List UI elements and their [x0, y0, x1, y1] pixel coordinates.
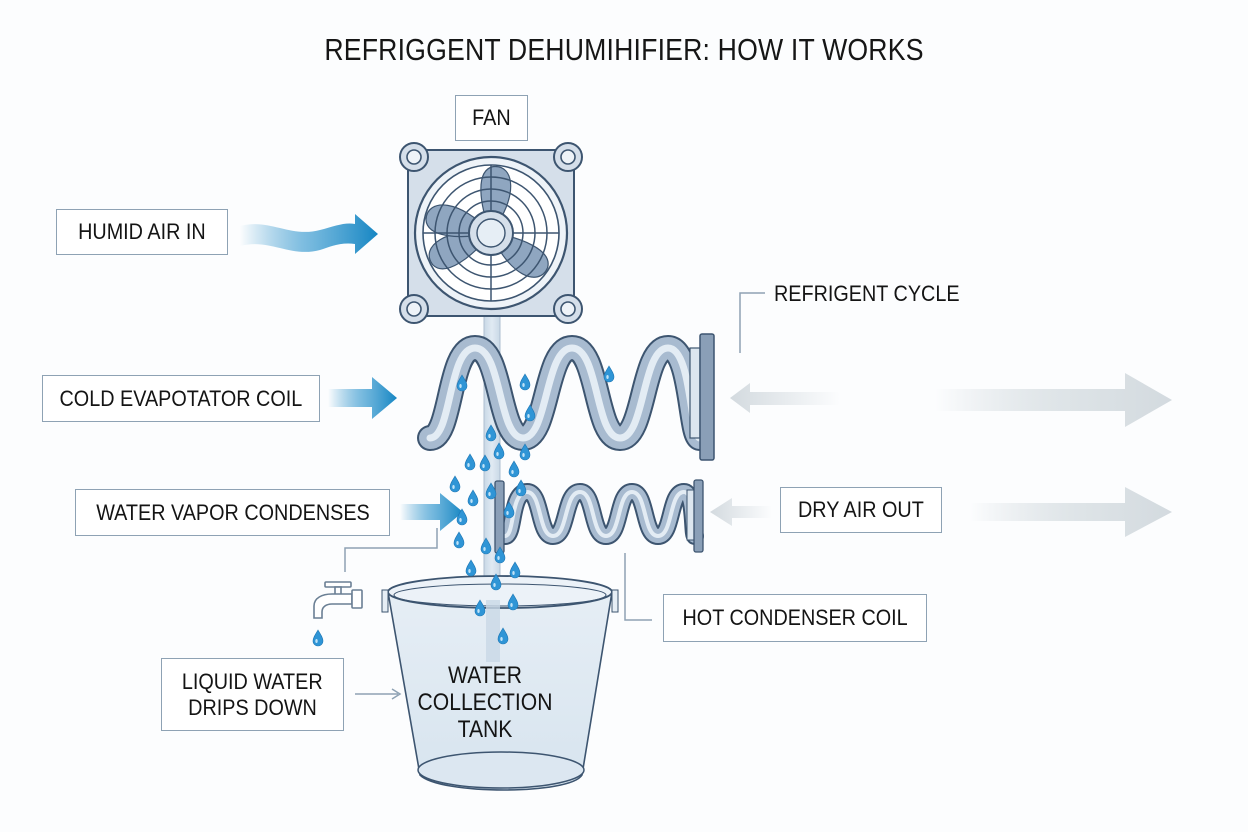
hot-condenser-coil-label: HOT CONDENSER COIL	[663, 594, 927, 642]
liquid-water-text-2: DRIPS DOWN	[188, 694, 317, 720]
water-drop-icon	[312, 629, 324, 647]
water-drop-icon	[449, 475, 461, 493]
tank-text-2: COLLECTION	[417, 689, 553, 716]
fan-label: FAN	[455, 95, 528, 141]
water-drop-icon	[453, 531, 465, 549]
water-vapor-condenses-text: WATER VAPOR CONDENSES	[95, 499, 370, 525]
water-drop-icon	[603, 365, 615, 383]
humid-air-arrow	[240, 214, 378, 254]
water-drop-icon	[508, 460, 520, 478]
refrigerant-arrows	[730, 373, 1172, 427]
dry-air-arrows	[710, 487, 1172, 537]
tank-text-1: WATER	[448, 662, 522, 689]
bucket-icon	[381, 575, 619, 791]
water-drop-icon	[519, 373, 531, 391]
water-drop-icon	[509, 561, 521, 579]
condenser-coil	[494, 479, 704, 554]
water-vapor-condenses-label: WATER VAPOR CONDENSES	[75, 489, 390, 536]
refrigerant-cycle-text: REFRIGENT CYCLE	[774, 281, 960, 306]
water-drop-icon	[465, 559, 477, 577]
dry-air-out-text: DRY AIR OUT	[798, 497, 924, 522]
water-tank-label: WATER COLLECTION TANK	[405, 662, 565, 743]
liquid-water-text-1: LIQUID WATER	[182, 668, 323, 694]
water-drop-icon	[515, 479, 527, 497]
hot-condenser-coil-text: HOT CONDENSER COIL	[682, 605, 908, 630]
cold-evaporator-coil-text: COLD EVAPOTATOR COIL	[59, 385, 303, 411]
tank-text-3: TANK	[457, 716, 513, 743]
dry-air-out-label: DRY AIR OUT	[780, 487, 942, 533]
page-title: REFRIGGENT DEHUMIHIFIER: HOW IT WORKS	[324, 32, 924, 67]
fan-label-text: FAN	[472, 105, 511, 130]
condense-arrow	[400, 493, 463, 531]
faucet-icon	[313, 581, 363, 619]
humid-air-in-label: HUMID AIR IN	[56, 209, 228, 255]
fan-icon	[399, 142, 583, 324]
evaporator-arrow	[328, 377, 397, 419]
refrigerant-cycle-label: REFRIGENT CYCLE	[774, 281, 980, 307]
leader-lines	[344, 292, 765, 700]
evaporator-coil	[417, 333, 715, 461]
water-drop-icon	[467, 489, 479, 507]
water-drop-icon	[464, 453, 476, 471]
cold-evaporator-coil-label: COLD EVAPOTATOR COIL	[42, 375, 320, 422]
humid-air-in-text: HUMID AIR IN	[78, 219, 206, 244]
liquid-water-label: LIQUID WATER DRIPS DOWN	[161, 658, 344, 731]
